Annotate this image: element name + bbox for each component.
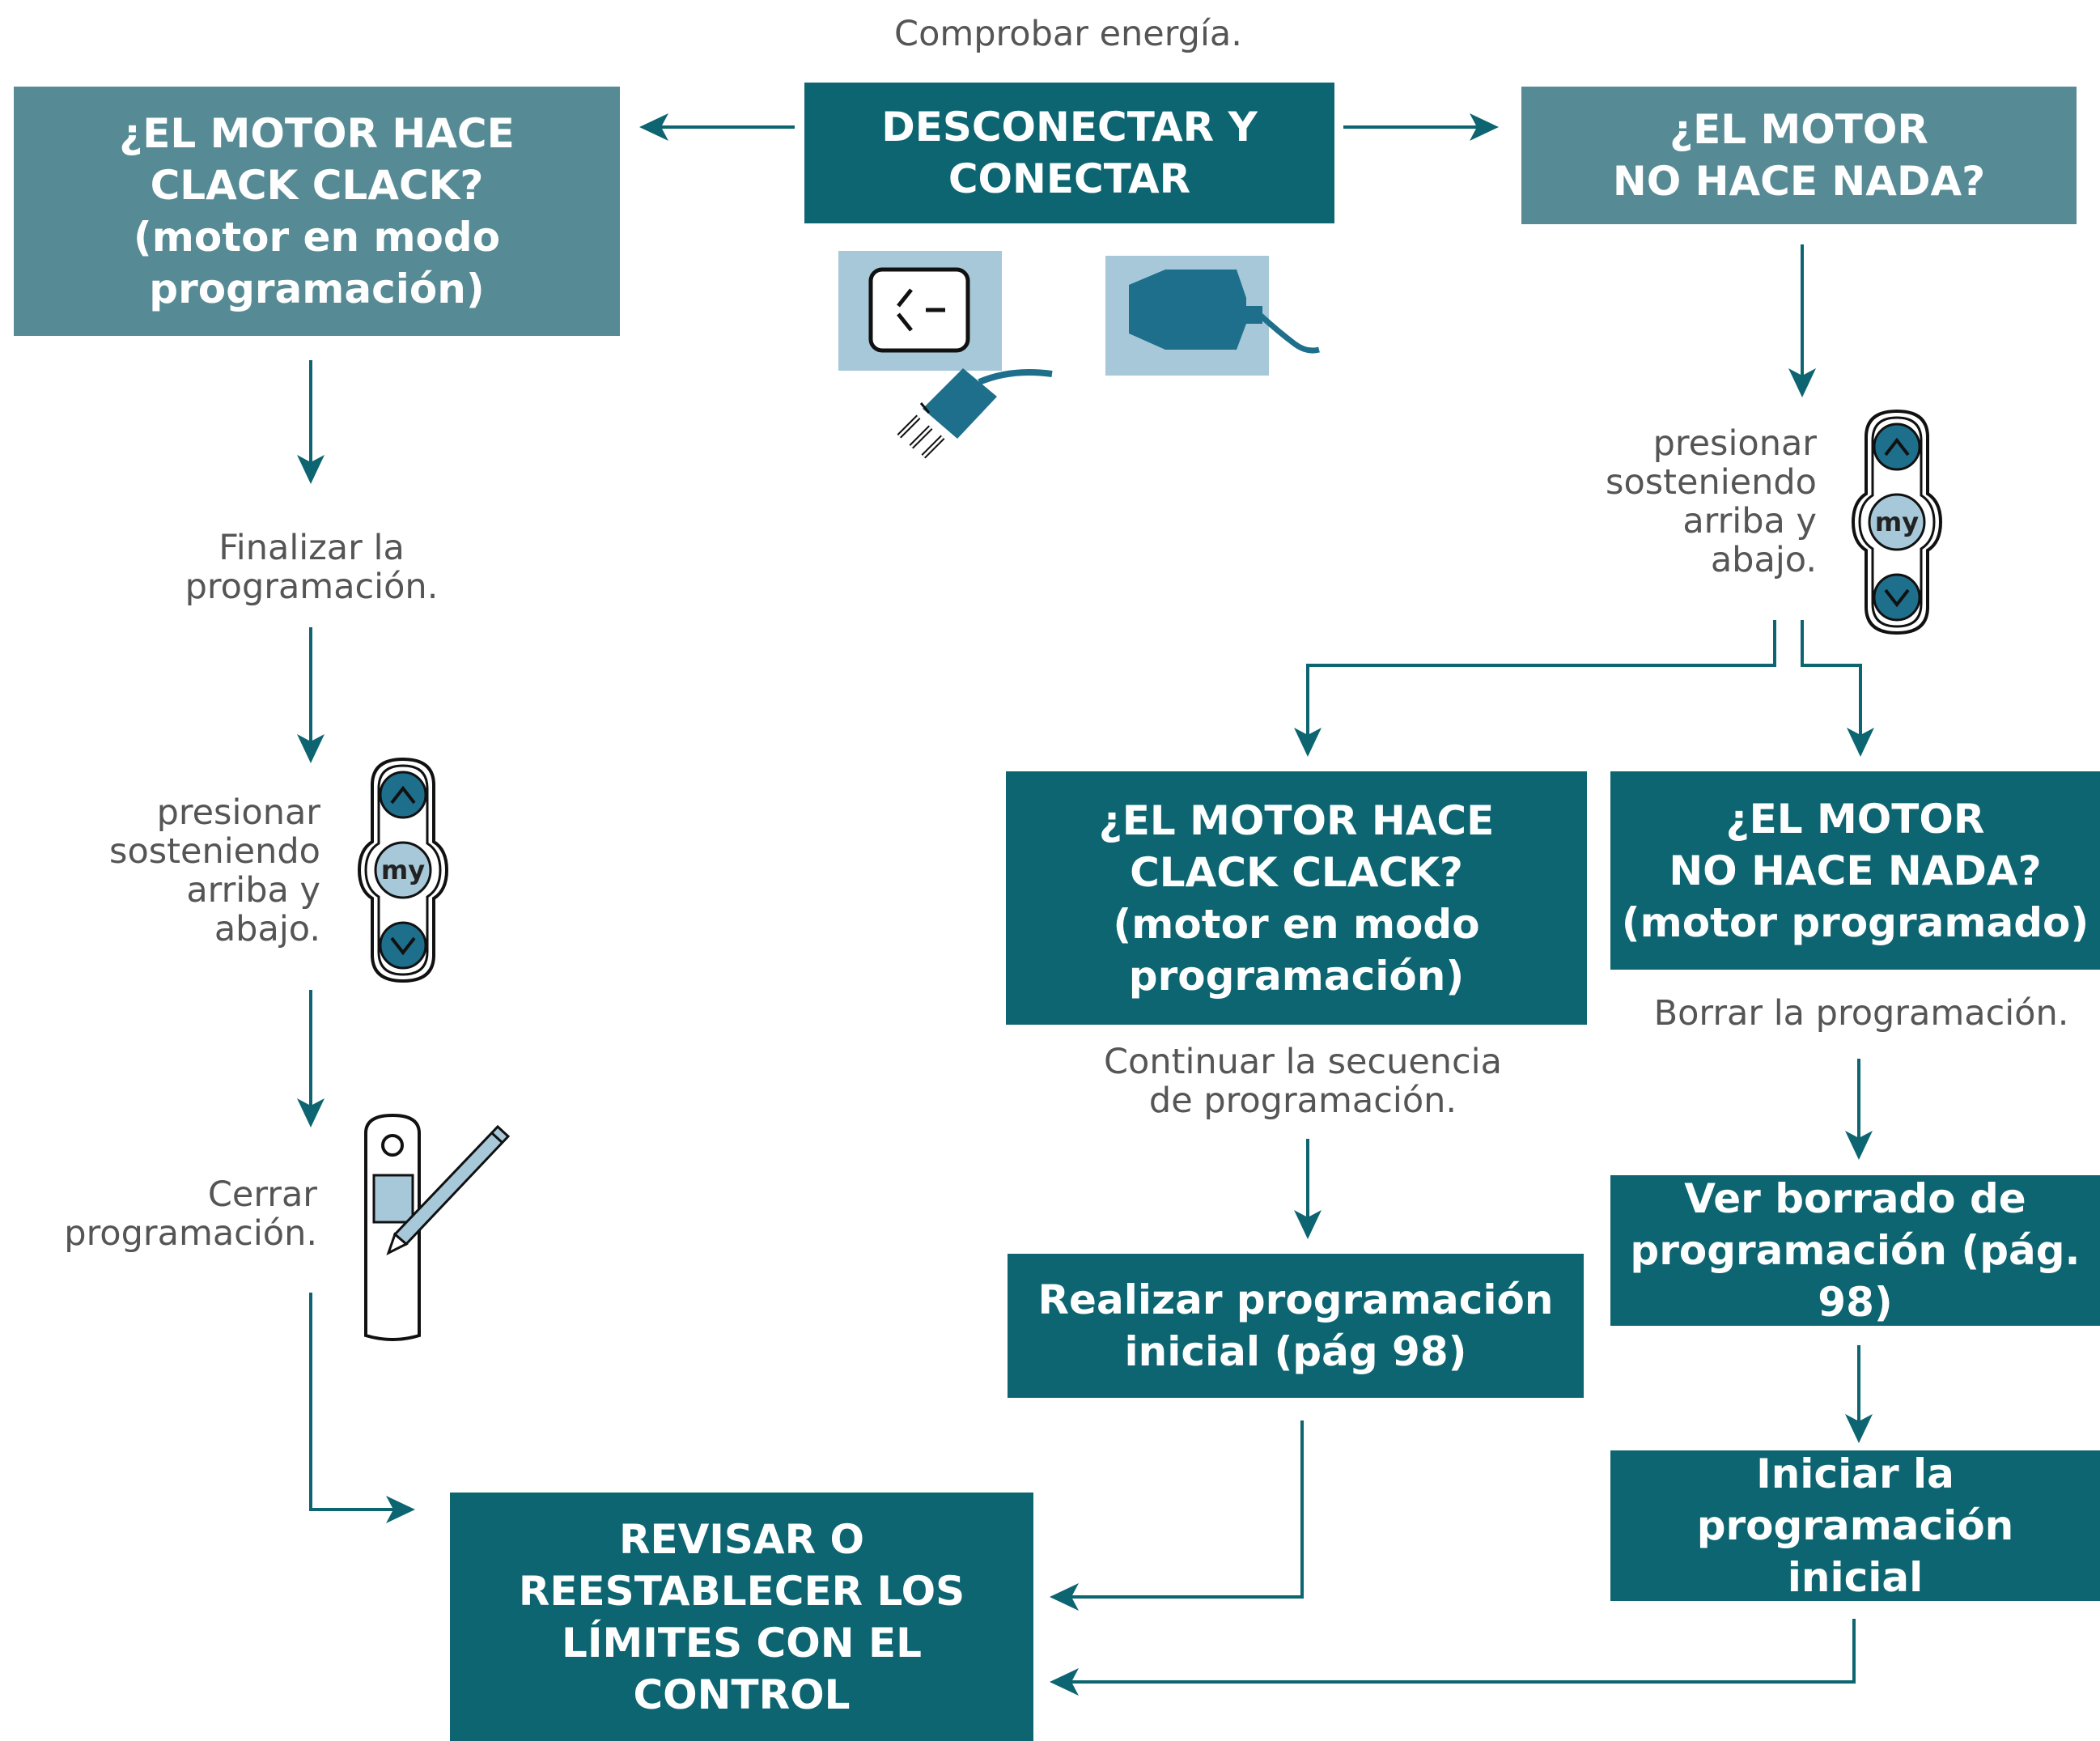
press-hold-note-right: presionar sosteniendo arriba y abajo. [1606, 423, 1817, 580]
continue-sequence-note: Continuar la secuencia de programación. [1104, 1042, 1502, 1121]
arrowhead [297, 1098, 325, 1127]
review-limits-box: REVISAR O REESTABLECER LOS LÍMITES CON E… [450, 1493, 1033, 1741]
chevron-down-icon [379, 921, 427, 970]
arrowhead [1470, 113, 1499, 141]
svg-text:my: my [381, 855, 425, 885]
arrow-split-left [1306, 620, 1776, 746]
arrowhead [297, 455, 325, 484]
svg-text:my: my [1875, 507, 1919, 537]
arrow-right-to-review [1062, 1619, 1856, 1684]
arrowhead [1847, 728, 1874, 757]
finalize-note: Finalizar la programación. [185, 528, 439, 607]
arrowhead [386, 1496, 415, 1523]
erase-programming-note: Borrar la programación. [1653, 993, 2069, 1034]
see-erase-box: Ver borrado de programación (pág. 98) [1610, 1175, 2100, 1326]
left-clack-box: ¿EL MOTOR HACE CLACK CLACK? (motor en mo… [14, 87, 620, 336]
remote-control-right: my [1850, 405, 1947, 639]
start-initial-box: Iniciar la programación inicial [1610, 1450, 2100, 1601]
arrowhead [639, 113, 668, 141]
arrow-split-right [1801, 620, 1862, 746]
remote-control-left: my [356, 753, 453, 987]
my-button [1868, 493, 1926, 551]
arrowhead [1050, 1583, 1079, 1611]
arrow-left-to-review [309, 1293, 405, 1511]
my-button [374, 841, 432, 899]
mid-clack-box: ¿EL MOTOR HACE CLACK CLACK? (motor en mo… [1006, 771, 1587, 1025]
arrowhead [297, 734, 325, 763]
arrow-mid-to-review [1062, 1420, 1304, 1599]
press-hold-note-left: presionar sosteniendo arriba y abajo. [109, 792, 320, 949]
right-nothing-box: ¿EL MOTOR NO HACE NADA? [1521, 87, 2077, 224]
check-power-note: Comprobar energía. [894, 14, 1242, 54]
pen-icon [386, 1124, 511, 1255]
arrowhead [1845, 1131, 1873, 1160]
arrowhead [1294, 728, 1322, 757]
chevron-down-icon [1873, 573, 1921, 622]
disconnect-connect-box: DESCONECTAR Y CONECTAR [804, 83, 1334, 223]
initial-programming-box: Realizar programación inicial (pág 98) [1008, 1254, 1584, 1398]
arrowhead [1845, 1414, 1873, 1443]
chevron-up-icon [379, 771, 427, 819]
chevron-up-icon [1873, 423, 1921, 471]
arrowhead [1050, 1668, 1079, 1696]
arrowhead [1788, 368, 1816, 397]
arrowhead [1294, 1210, 1322, 1239]
close-programming-note: Cerrar programación. [64, 1174, 317, 1254]
wall-remote-icon [356, 1109, 518, 1344]
right-programmed-box: ¿EL MOTOR NO HACE NADA? (motor programad… [1610, 771, 2100, 970]
